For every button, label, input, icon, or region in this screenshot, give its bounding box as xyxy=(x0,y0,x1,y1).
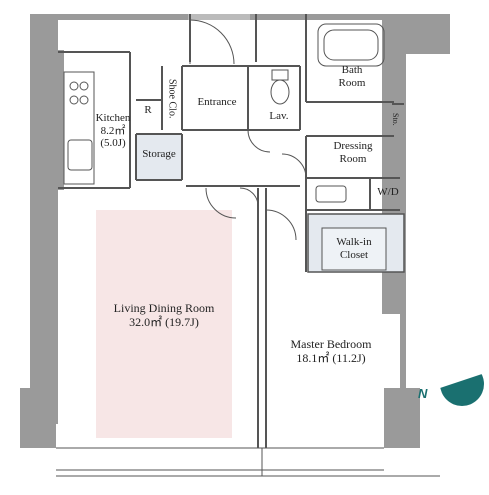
entrance-label: Entrance xyxy=(197,96,237,108)
walk-in-closet-label: Walk-in Closet xyxy=(336,236,372,261)
storage-fill xyxy=(137,135,181,179)
lavatory-label: Lav. xyxy=(269,110,289,122)
top-wall-left xyxy=(30,14,190,20)
living-dining-label: Living Dining Room 32.0㎡ (19.7J) xyxy=(113,301,215,329)
washer-dryer-label: W/D xyxy=(377,186,399,198)
entrance-door-frame xyxy=(188,14,250,20)
kitchen-left-wall xyxy=(58,50,64,190)
master-bedroom-label: Master Bedroom 18.1㎡ (11.2J) xyxy=(290,337,372,365)
storage-label: Storage xyxy=(142,148,176,160)
kitchen-label: Kitchen 8.2㎡ (5.0J) xyxy=(95,112,131,150)
right-wall-lower xyxy=(400,310,406,390)
door-swings xyxy=(189,19,307,241)
toilet xyxy=(270,69,290,105)
living-highlight xyxy=(96,210,232,438)
sink xyxy=(315,185,347,203)
left-wall xyxy=(30,14,58,424)
shoe-closet-label: Shoe Clo. xyxy=(166,79,178,119)
top-wall-right xyxy=(250,14,400,20)
window-line xyxy=(56,447,440,477)
sto-label: Sto. xyxy=(391,112,401,126)
compass-icon xyxy=(438,358,484,406)
walk-in-inner xyxy=(321,227,387,271)
bottom-left-column xyxy=(20,388,56,448)
compass-north-label: N xyxy=(418,386,428,401)
bottom-right-column xyxy=(384,388,420,448)
interior-walls xyxy=(58,14,404,448)
bath-label: Bath Room xyxy=(338,64,366,89)
bath-fixtures xyxy=(317,23,385,67)
dressing-label: Dressing Room xyxy=(333,140,373,165)
top-right-column xyxy=(400,14,450,54)
kitchen-fixtures xyxy=(63,71,95,185)
refrigerator-label: R xyxy=(144,104,152,116)
